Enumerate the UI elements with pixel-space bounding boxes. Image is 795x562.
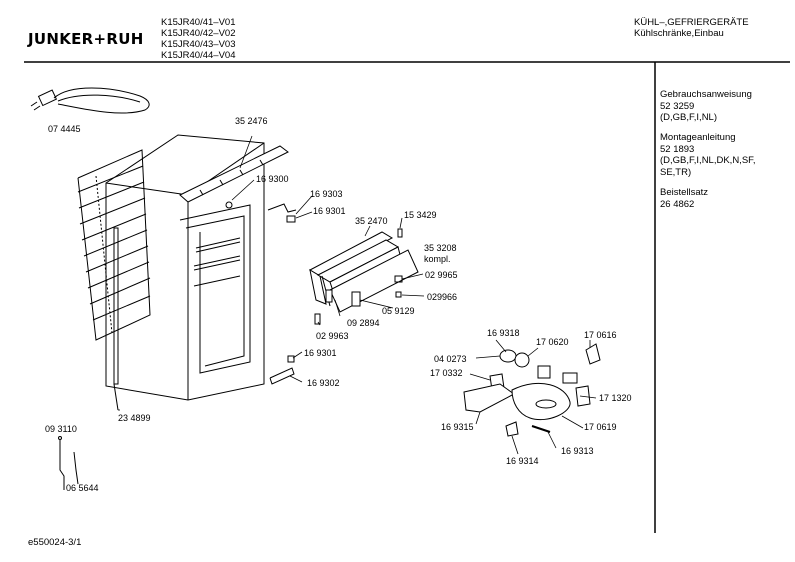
label-169300: 16 9300 [256, 174, 289, 184]
brand-logo: JUNKER+RUH [28, 30, 144, 48]
condenser-coil [77, 149, 151, 341]
label-171320: 17 1320 [599, 393, 632, 403]
label-352470: 35 2470 [355, 216, 388, 226]
label-059129: 05 9129 [382, 306, 415, 316]
lower-hinge [269, 355, 295, 385]
label-029963: 02 9963 [316, 331, 349, 341]
doc-langs: (D,GB,F,I,NL,DK,N,SF, SE,TR) [660, 155, 756, 178]
label-169318: 16 9318 [487, 328, 520, 338]
label-169313: 16 9313 [561, 446, 594, 456]
doc-number: 52 1893 [660, 143, 695, 155]
label-065644: 06 5644 [66, 483, 99, 493]
label-029965: 02 9965 [425, 270, 458, 280]
model-1: K15JR40/41–V01 [161, 17, 236, 28]
label-169315: 16 9315 [441, 422, 474, 432]
doc-title: Montageanleitung [660, 132, 736, 143]
model-3: K15JR40/43–V03 [161, 39, 236, 50]
label-170620: 17 0620 [536, 337, 569, 347]
lamp-assembly [463, 343, 601, 437]
label-074445: 07 4445 [48, 124, 81, 134]
label-169302: 16 9302 [307, 378, 340, 388]
door-panels [308, 231, 419, 313]
doc-montageanleitung: Montageanleitung 52 1893 (D,GB,F,I,NL,DK… [660, 132, 756, 178]
label-234899: 23 4899 [118, 413, 151, 423]
label-kompl: kompl. [424, 254, 451, 264]
label-352476: 35 2476 [235, 116, 268, 126]
doc-number: 26 4862 [660, 198, 695, 210]
doc-beistellsatz: Beistellsatz 26 4862 [660, 187, 708, 210]
top-rail [179, 145, 289, 203]
label-169303: 16 9303 [310, 189, 343, 199]
label-169301-lower: 16 9301 [304, 348, 337, 358]
screw-153429 [397, 228, 403, 238]
model-4: K15JR40/44–V04 [161, 50, 236, 61]
doc-title: Gebrauchsanweisung [660, 89, 752, 100]
label-170619: 17 0619 [584, 422, 617, 432]
label-040273: 04 0273 [434, 354, 467, 364]
model-2: K15JR40/42–V02 [161, 28, 236, 39]
model-list: K15JR40/41–V01 K15JR40/42–V02 K15JR40/43… [161, 17, 235, 61]
doc-number: 52 3259 [660, 100, 695, 112]
upper-hinge [225, 201, 297, 223]
sensor-assembly [58, 436, 79, 490]
category: KÜHL–,GEFRIERGERÄTE [634, 17, 749, 28]
leader-lines [118, 135, 597, 455]
power-cord-illustration [30, 87, 150, 114]
doc-gebrauchsanweisung: Gebrauchsanweisung 52 3259 (D,GB,F,I,NL) [660, 89, 752, 124]
label-092894: 09 2894 [347, 318, 380, 328]
label-029966: 029966 [427, 292, 458, 302]
part-029963 [314, 313, 321, 325]
doc-title: Beistellsatz [660, 187, 709, 198]
label-170332: 17 0332 [430, 368, 463, 378]
subcategory: Kühlschränke,Einbau [634, 28, 724, 39]
label-169301-upper: 16 9301 [313, 206, 346, 216]
label-170616: 17 0616 [584, 330, 617, 340]
label-169314: 16 9314 [506, 456, 539, 466]
label-353208: 35 3208 [424, 243, 457, 253]
document-code: e550024-3/1 [28, 537, 82, 548]
category-block: KÜHL–,GEFRIERGERÄTE Kühlschränke,Einbau [634, 17, 749, 39]
doc-langs: (D,GB,F,I,NL) [660, 112, 718, 123]
label-093110: 09 3110 [45, 424, 77, 434]
label-153429: 15 3429 [404, 210, 437, 220]
